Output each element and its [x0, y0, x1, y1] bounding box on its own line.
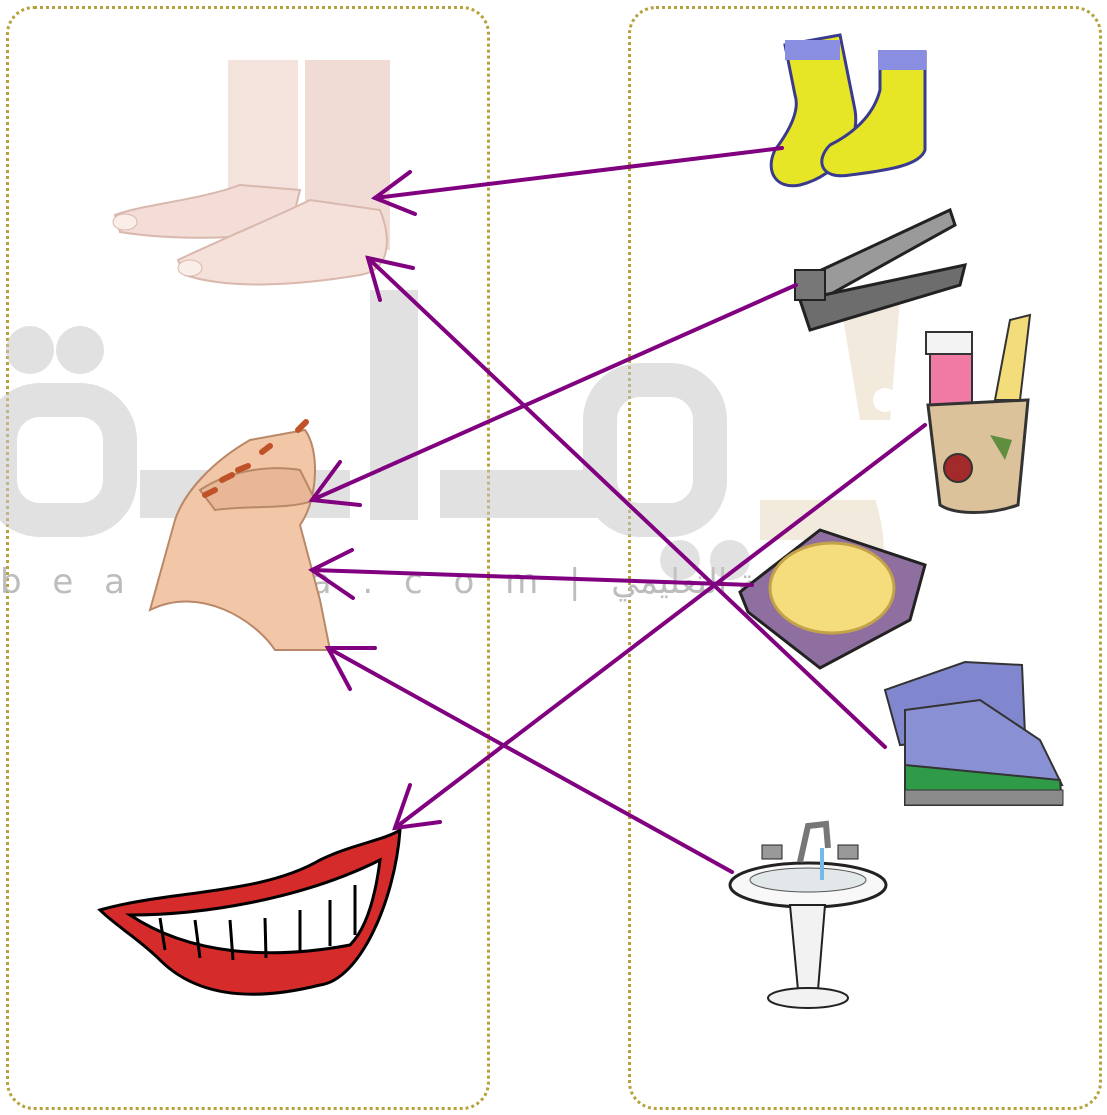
sink-image — [730, 824, 886, 1008]
mouth-image — [100, 830, 400, 994]
socks-image — [771, 35, 926, 186]
connector-socks-feet — [375, 148, 782, 198]
hands-image — [150, 422, 330, 650]
sneakers-image — [885, 662, 1063, 805]
feet-image — [113, 60, 390, 284]
watermark-logo — [0, 290, 900, 620]
toothbrush-cup-image — [926, 315, 1030, 513]
soap-image — [740, 530, 925, 668]
